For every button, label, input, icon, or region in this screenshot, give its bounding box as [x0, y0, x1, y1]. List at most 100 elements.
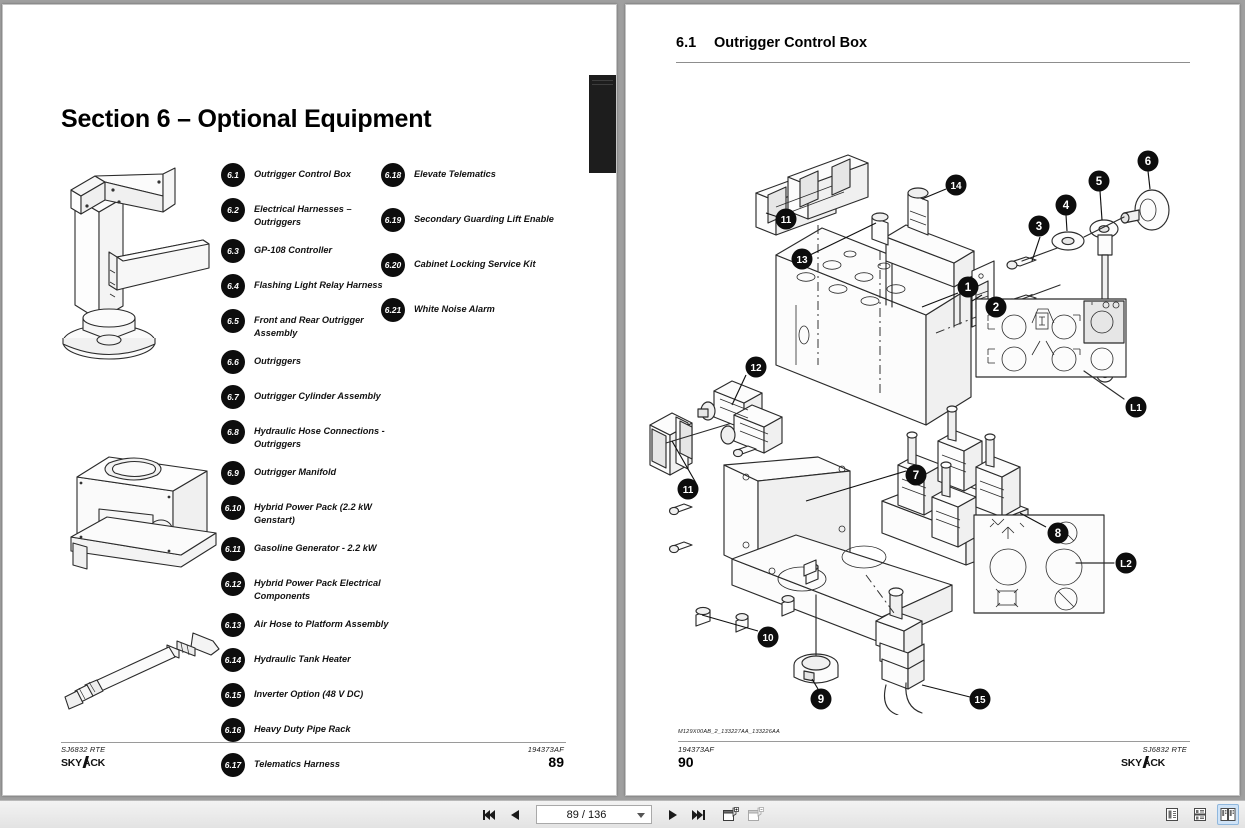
toc-item-label: Inverter Option (48 V DC) — [254, 689, 364, 699]
toc-item-label: Hydraulic Hose Connections - Outriggers — [254, 426, 385, 449]
svg-text:5: 5 — [1096, 176, 1103, 188]
toc-item[interactable]: 6.10 Hybrid Power Pack (2.2 kW Genstart) — [221, 496, 396, 526]
toc-item-label: Telematics Harness — [254, 759, 340, 769]
toc-item-label: Air Hose to Platform Assembly — [254, 619, 389, 629]
add-bookmark-button[interactable] — [721, 805, 741, 825]
svg-text:14: 14 — [950, 181, 962, 192]
toc-item-number: 6.9 — [221, 461, 245, 485]
remove-bookmark-button[interactable] — [746, 805, 766, 825]
svg-text:15: 15 — [974, 695, 986, 706]
toc-item-label: Electrical Harnesses – Outriggers — [254, 204, 352, 227]
svg-text:12: 12 — [750, 363, 762, 374]
svg-text:4: 4 — [1063, 200, 1070, 212]
left-footer-divider — [61, 742, 566, 743]
toc-item[interactable]: 6.5 Front and Rear Outrigger Assembly — [221, 309, 396, 339]
svg-text:ACK: ACK — [1143, 757, 1166, 769]
toc-item[interactable]: 6.9 Outrigger Manifold — [221, 461, 396, 485]
outrigger-illustration — [62, 167, 210, 360]
chevron-down-icon[interactable] — [636, 812, 645, 818]
svg-text:8: 8 — [1055, 528, 1062, 540]
svg-text:3: 3 — [1036, 221, 1042, 233]
toc-item-number: 6.17 — [221, 753, 245, 777]
toc-item-label: Outrigger Control Box — [254, 169, 351, 179]
toc-item[interactable]: 6.15 Inverter Option (48 V DC) — [221, 683, 396, 707]
continuous-scroll-view-button[interactable] — [1189, 804, 1211, 825]
toc-item[interactable]: 6.2 Electrical Harnesses – Outriggers — [221, 198, 396, 228]
svg-text:7: 7 — [913, 470, 919, 482]
svg-text:10: 10 — [762, 633, 774, 644]
toc-item-label: Elevate Telematics — [414, 169, 496, 179]
toc-item-number: 6.21 — [381, 298, 405, 322]
svg-text:9: 9 — [818, 694, 824, 706]
svg-text:SKY: SKY — [1121, 757, 1142, 769]
toc-item-number: 6.14 — [221, 648, 245, 672]
toc-item-label: Flashing Light Relay Harness — [254, 280, 383, 290]
page-title: Section 6 – Optional Equipment — [61, 105, 432, 133]
first-page-button[interactable] — [480, 805, 500, 825]
toc-item-number: 6.2 — [221, 198, 245, 222]
heading-divider — [676, 62, 1190, 63]
toc-item[interactable]: 6.6 Outriggers — [221, 350, 396, 374]
toc-item-label: Front and Rear Outrigger Assembly — [254, 315, 364, 338]
toc-column-secondary: 6.18 Elevate Telematics 6.19 Secondary Guar… — [381, 163, 576, 343]
section-heading-title: Outrigger Control Box — [714, 35, 868, 51]
toc-item-number: 6.18 — [381, 163, 405, 187]
last-page-button[interactable] — [688, 805, 708, 825]
air-hose-illustration — [64, 632, 220, 710]
svg-text:2: 2 — [993, 302, 999, 314]
single-page-view-button[interactable] — [1161, 804, 1183, 825]
svg-text:1: 1 — [965, 282, 972, 294]
toc-item-number: 6.5 — [221, 309, 245, 333]
left-footer-document-number: 194373AF — [527, 745, 564, 754]
toc-item-number: 6.19 — [381, 208, 405, 232]
toc-item-label: GP-108 Controller — [254, 245, 333, 255]
toc-item-label: Hybrid Power Pack (2.2 kW Genstart) — [254, 502, 372, 525]
toc-item-number: 6.6 — [221, 350, 245, 374]
toc-item[interactable]: 6.1 Outrigger Control Box — [221, 163, 396, 187]
toc-item-label: Outriggers — [254, 356, 301, 366]
svg-text:6: 6 — [1145, 156, 1151, 168]
toc-item[interactable]: 6.19 Secondary Guarding Lift Enable — [381, 208, 576, 232]
left-footer-page-number: 89 — [548, 754, 564, 770]
toc-item-label: Outrigger Manifold — [254, 467, 337, 477]
right-footer-document-number: 194373AF — [678, 745, 715, 754]
toc-item-number: 6.13 — [221, 613, 245, 637]
svg-text:SKY: SKY — [61, 757, 82, 769]
toc-item-number: 6.20 — [381, 253, 405, 277]
svg-text:L2: L2 — [1120, 559, 1132, 570]
page-left[interactable]: Section 6 – Optional Equipment — [2, 4, 617, 796]
toc-item-label: Outrigger Cylinder Assembly — [254, 391, 381, 401]
view-mode-group — [1161, 804, 1239, 825]
toc-item-number: 6.11 — [221, 537, 245, 561]
toc-item[interactable]: 6.13 Air Hose to Platform Assembly — [221, 613, 396, 637]
page-number-input[interactable]: 89 / 136 — [535, 805, 652, 824]
right-footer-page-number: 90 — [678, 754, 694, 770]
toc-item-number: 6.3 — [221, 239, 245, 263]
section-heading: 6.1 Outrigger Control Box — [676, 35, 867, 51]
toc-item[interactable]: 6.3 GP-108 Controller — [221, 239, 396, 263]
toc-item-number: 6.10 — [221, 496, 245, 520]
svg-text:11: 11 — [781, 215, 792, 226]
toc-item[interactable]: 6.18 Elevate Telematics — [381, 163, 576, 187]
toc-item[interactable]: 6.17 Telematics Harness — [221, 753, 396, 777]
two-page-view-button[interactable] — [1217, 804, 1239, 825]
page-number-value: 89 / 136 — [566, 808, 607, 821]
toc-item-number: 6.15 — [221, 683, 245, 707]
previous-page-button[interactable] — [505, 805, 525, 825]
section-thumb-tab — [588, 75, 616, 173]
page-right[interactable]: 6.1 Outrigger Control Box .ln { fill:non… — [625, 4, 1240, 796]
next-page-button[interactable] — [663, 805, 683, 825]
right-footer-divider — [678, 741, 1190, 742]
toc-item-number: 6.1 — [221, 163, 245, 187]
toc-item-label: Secondary Guarding Lift Enable — [414, 214, 554, 224]
skyjack-logo-left: SKY ACK — [61, 755, 127, 770]
